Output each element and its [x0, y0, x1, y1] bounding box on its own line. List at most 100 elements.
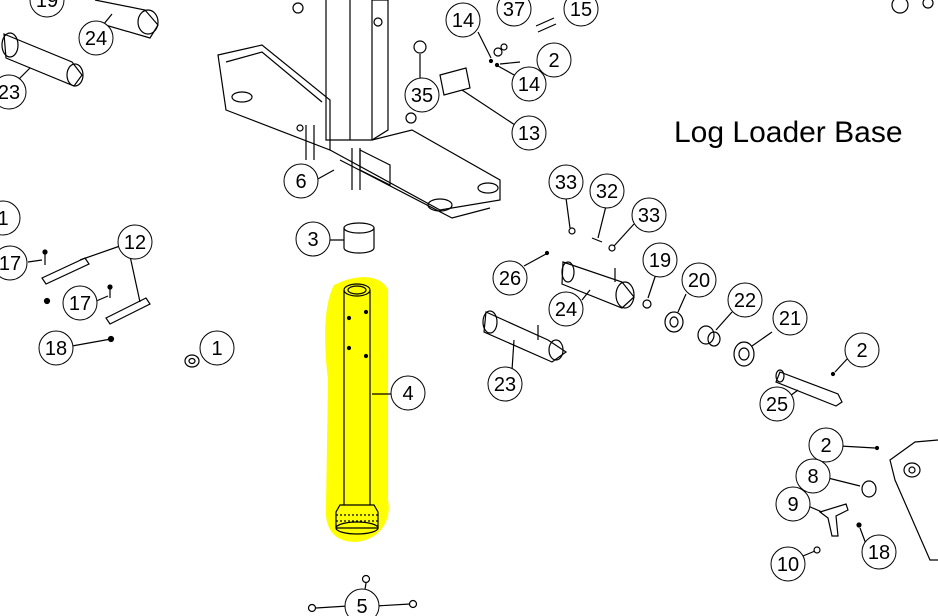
callout-5: 5: [344, 588, 380, 616]
callout-circle: [390, 375, 426, 411]
callout-label: 37: [503, 0, 525, 21]
callout-2: 2: [844, 332, 880, 368]
callout-6: 6: [283, 163, 319, 199]
callout-circle: [0, 245, 28, 281]
callout-24: 24: [78, 20, 114, 56]
callout-21: 21: [772, 300, 808, 336]
callout-32: 32: [589, 173, 625, 209]
callout-26: 26: [492, 260, 528, 296]
callout-circle: [487, 366, 523, 402]
callout-circle: [844, 332, 880, 368]
callout-label: 13: [518, 123, 540, 145]
callout-label: 1: [0, 208, 9, 230]
callout-23: 23: [0, 74, 27, 110]
callout-label: 32: [596, 181, 618, 203]
callout-17: 17: [0, 245, 28, 281]
callout-label: 12: [124, 232, 146, 254]
part-21-bearing: [733, 341, 755, 367]
callout-circle: [0, 200, 21, 236]
callout-24: 24: [548, 291, 584, 327]
callout-label: 8: [807, 466, 818, 488]
callout-circle: [548, 164, 584, 200]
callout-circle: [29, 0, 65, 18]
part-12-pins: [41, 257, 151, 325]
callout-circle: [496, 0, 532, 27]
callout-12: 12: [117, 224, 153, 260]
callout-14: 14: [445, 2, 481, 38]
callout-19: 19: [29, 0, 65, 18]
callout-label: 20: [688, 270, 710, 292]
callout-circle: [404, 77, 440, 113]
callout-label: 4: [402, 383, 413, 405]
part-25-pin: [775, 369, 843, 407]
callout-22: 22: [727, 282, 763, 318]
part-23-cylinder-left: [1, 32, 84, 87]
callout-circle: [795, 458, 831, 494]
callout-circle: [770, 546, 806, 582]
callout-circle: [117, 224, 153, 260]
callout-label: 19: [649, 250, 671, 272]
callout-label: 18: [868, 542, 890, 564]
callout-circle: [511, 66, 547, 102]
callout-2: 2: [536, 42, 572, 78]
callout-37: 37: [496, 0, 532, 27]
callout-2: 2: [808, 427, 844, 463]
callout-circle: [199, 330, 235, 366]
callout-label: 2: [820, 435, 831, 457]
callout-9: 9: [775, 486, 811, 522]
part-23-cylinder-right: [482, 310, 568, 363]
part-24-cylinder-right: [561, 261, 635, 309]
part-bracket-right: [889, 0, 938, 561]
callout-circle: [563, 0, 599, 27]
callout-circle: [775, 486, 811, 522]
callout-circle: [548, 291, 584, 327]
part-1-nut: [184, 354, 200, 368]
callout-label: 21: [779, 308, 801, 330]
callout-circle: [808, 427, 844, 463]
callout-33: 33: [548, 164, 584, 200]
part-3-bushing: [343, 222, 375, 254]
callout-label: 33: [555, 172, 577, 194]
callout-label: 19: [36, 0, 58, 12]
callout-15: 15: [563, 0, 599, 27]
callout-label: 17: [0, 253, 21, 275]
callout-1: 1: [0, 200, 21, 236]
callout-circle: [445, 2, 481, 38]
callout-label: 26: [499, 268, 521, 290]
callout-label: 5: [356, 596, 367, 616]
callout-13: 13: [511, 115, 547, 151]
callout-label: 23: [0, 82, 20, 104]
callout-label: 3: [307, 229, 318, 251]
diagram-title: Log Loader Base: [674, 116, 903, 149]
callout-label: 24: [85, 28, 107, 50]
callout-label: 25: [766, 394, 788, 416]
callout-8: 8: [795, 458, 831, 494]
callout-label: 15: [570, 0, 592, 21]
callout-circle: [727, 282, 763, 318]
leader-lines: [17, 13, 876, 609]
callout-circle: [589, 173, 625, 209]
callout-circle: [536, 42, 572, 78]
callout-25: 25: [759, 386, 795, 422]
callout-label: 22: [734, 290, 756, 312]
callout-18: 18: [861, 534, 897, 570]
callout-14: 14: [511, 66, 547, 102]
callout-circle: [344, 588, 380, 616]
callout-label: 14: [452, 10, 474, 32]
callout-19: 19: [642, 242, 678, 278]
callout-4: 4: [390, 375, 426, 411]
callout-circle: [511, 115, 547, 151]
callout-label: 23: [494, 374, 516, 396]
callout-circle: [78, 20, 114, 56]
callout-label: 17: [69, 293, 91, 315]
callout-circle: [681, 262, 717, 298]
part-24-cylinder-left: [94, 0, 159, 39]
callout-1: 1: [199, 330, 235, 366]
callout-label: 14: [518, 74, 540, 96]
callout-circle: [0, 74, 27, 110]
callout-18: 18: [38, 330, 74, 366]
callout-label: 6: [295, 171, 306, 193]
callout-circle: [492, 260, 528, 296]
